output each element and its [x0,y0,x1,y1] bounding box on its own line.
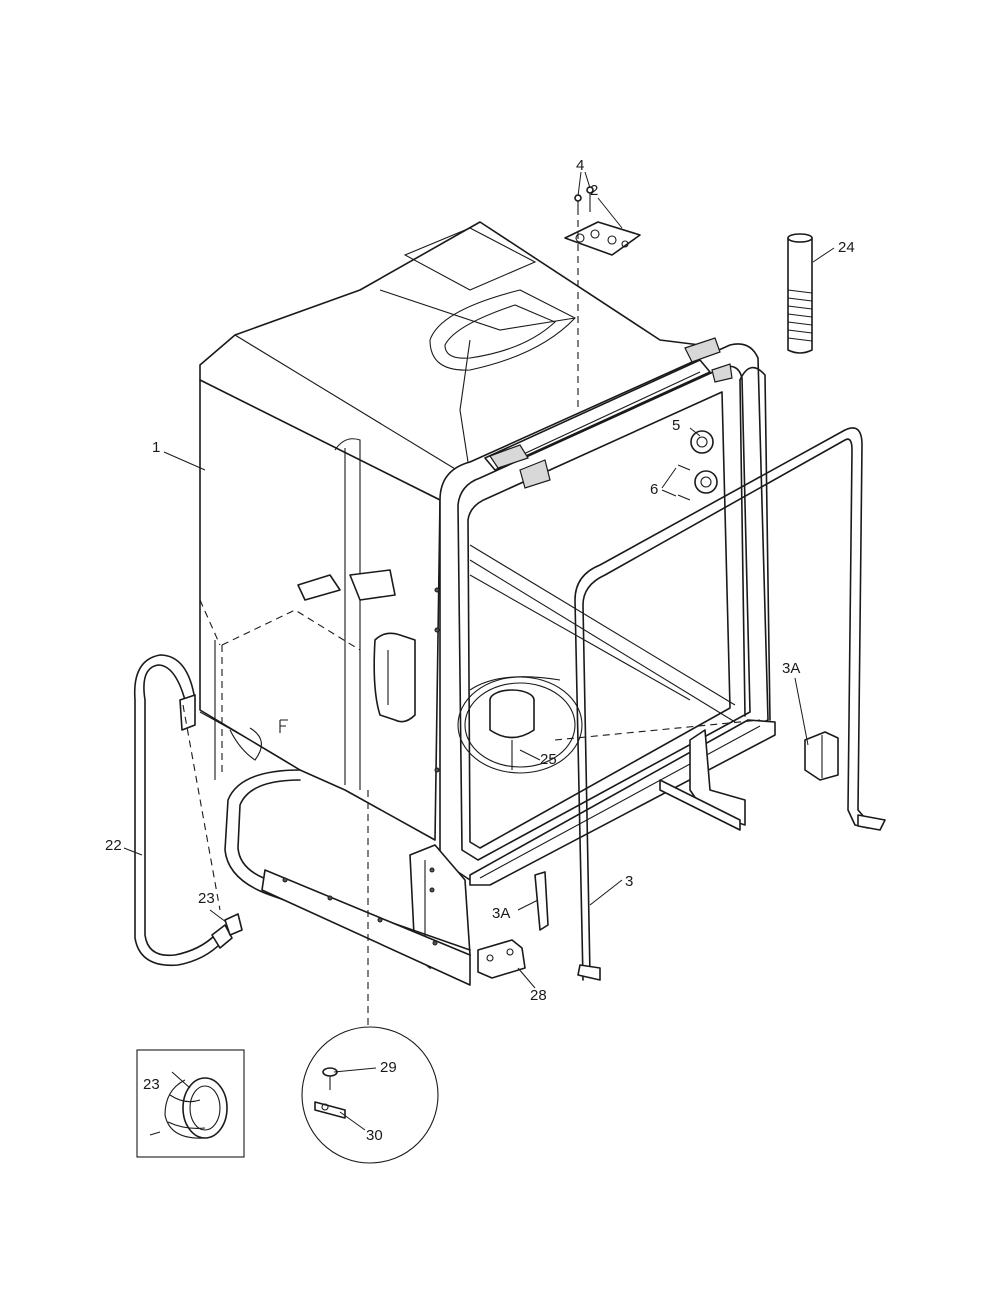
label-part-28: 28 [530,987,547,1004]
label-part-24: 24 [838,239,855,256]
label-part-23-hose: 23 [198,890,215,907]
part-24-cylinder [787,233,813,354]
clip-3a-lower [534,871,549,931]
label-part-3: 3 [625,873,633,890]
label-part-25: 25 [540,751,557,768]
parts-5-6 [677,430,718,501]
tub-body [199,221,701,841]
hose-clamp-23 [224,913,243,936]
part-28-bracket [477,939,526,979]
label-part-30: 30 [366,1127,383,1144]
part-labels: 1 2 3 3A 3A 4 5 6 22 23 23 24 25 28 29 3… [105,157,855,1144]
tub-front-frame [224,337,776,986]
clip-3a-right [804,731,839,781]
label-part-5: 5 [672,417,680,434]
assembly-lines [182,220,761,1025]
leader-lines [123,171,835,1131]
part-25 [489,689,535,770]
label-part-3a-right: 3A [782,660,800,677]
label-part-29: 29 [380,1059,397,1076]
drain-hose [133,654,233,967]
inset-fasteners [301,1026,439,1164]
hinge-plate [564,221,641,256]
door-gasket [574,366,886,981]
label-part-3a-lower: 3A [492,905,510,922]
label-part-4: 4 [576,157,584,174]
label-part-6: 6 [650,481,658,498]
label-part-1: 1 [152,439,160,456]
inset-clamp [136,1049,245,1158]
label-part-2: 2 [590,182,598,199]
label-part-23-inset: 23 [143,1076,160,1093]
label-part-22: 22 [105,837,122,854]
